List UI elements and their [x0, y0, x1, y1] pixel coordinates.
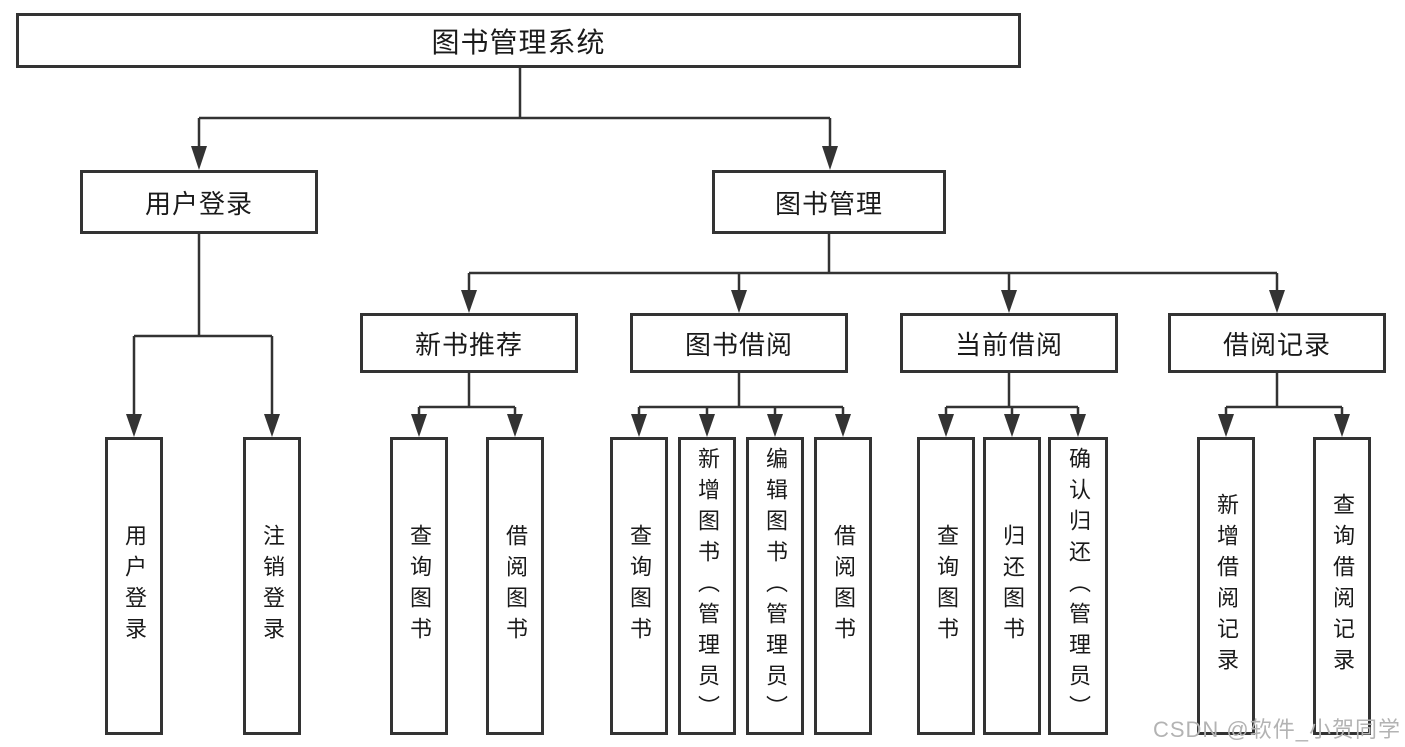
- node-label: 图书借阅: [684, 329, 793, 360]
- leaf-query-books-recommend: 查询图书: [390, 437, 448, 735]
- node-borrowing-records: 借阅记录: [1168, 313, 1386, 373]
- node-label: 新增图书（管理员）: [695, 446, 720, 726]
- leaf-borrow-books-borrowing: 借阅图书: [814, 437, 872, 735]
- csdn-watermark: CSDN @软件_小贺同学: [1152, 717, 1401, 742]
- node-label: 确认归还（管理员）: [1066, 446, 1091, 726]
- node-library-management-system: 图书管理系统: [16, 13, 1021, 68]
- node-label: 查询借阅记录: [1330, 493, 1355, 679]
- leaf-confirm-return-admin: 确认归还（管理员）: [1048, 437, 1108, 735]
- node-current-borrowing: 当前借阅: [900, 313, 1118, 373]
- node-label: 新增借阅记录: [1214, 493, 1239, 679]
- leaf-add-books-admin: 新增图书（管理员）: [678, 437, 736, 735]
- node-user-login: 用户登录: [80, 170, 318, 234]
- node-label: 新书推荐: [414, 329, 523, 360]
- leaf-borrow-books-recommend: 借阅图书: [486, 437, 544, 735]
- leaf-add-borrow-record: 新增借阅记录: [1197, 437, 1255, 735]
- leaf-query-books-current: 查询图书: [917, 437, 975, 735]
- leaf-query-borrow-record: 查询借阅记录: [1313, 437, 1371, 735]
- node-label: 借阅图书: [503, 524, 528, 648]
- node-label: 注销登录: [260, 524, 285, 648]
- node-label: 编辑图书（管理员）: [763, 446, 788, 726]
- leaf-user-login: 用户登录: [105, 437, 163, 735]
- leaf-logout: 注销登录: [243, 437, 301, 735]
- node-book-management: 图书管理: [712, 170, 946, 234]
- leaf-return-books: 归还图书: [983, 437, 1041, 735]
- node-label: 查询图书: [627, 524, 652, 648]
- leaf-edit-books-admin: 编辑图书（管理员）: [746, 437, 804, 735]
- node-label: 借阅图书: [831, 524, 856, 648]
- node-book-borrowing: 图书借阅: [630, 313, 848, 373]
- node-label: 图书管理: [774, 188, 883, 219]
- node-new-book-recommendation: 新书推荐: [360, 313, 578, 373]
- arrowhead-group: [126, 146, 1350, 437]
- node-label: 当前借阅: [954, 329, 1063, 360]
- node-label: 借阅记录: [1222, 329, 1331, 360]
- node-label: 图书管理系统: [431, 26, 606, 58]
- node-label: 用户登录: [144, 188, 253, 219]
- node-label: 查询图书: [407, 524, 432, 648]
- node-label: 查询图书: [934, 524, 959, 648]
- node-label: 归还图书: [1000, 524, 1025, 648]
- leaf-query-books-borrowing: 查询图书: [610, 437, 668, 735]
- node-label: 用户登录: [122, 524, 147, 648]
